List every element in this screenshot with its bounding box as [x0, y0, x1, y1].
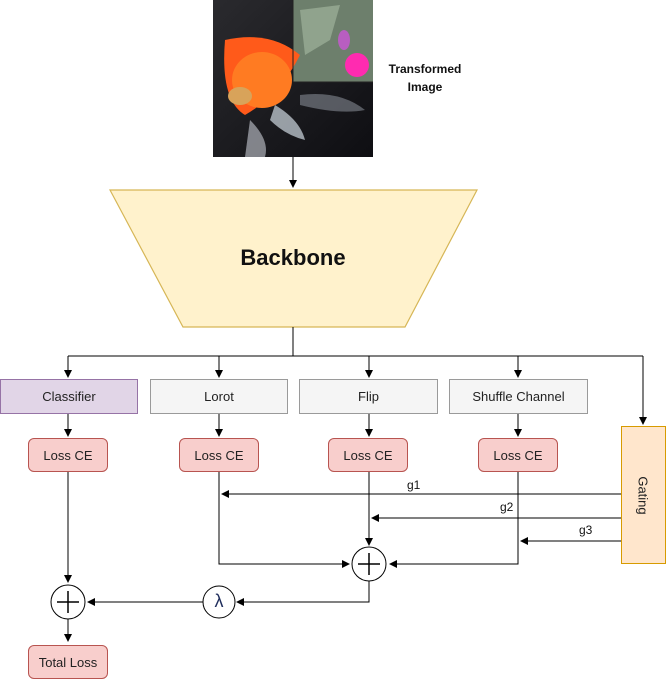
gating-label: Gating: [636, 475, 651, 515]
lorot-head: Lorot: [150, 379, 288, 414]
backbone-shape: [109, 189, 478, 328]
flip-loss: Loss CE: [328, 438, 408, 472]
transformed-image-label: Transformed Image: [388, 62, 462, 94]
flip-head: Flip: [299, 379, 438, 414]
backbone-label: Backbone: [240, 245, 346, 270]
classifier-loss: Loss CE: [28, 438, 108, 472]
gating-weight-arrows: [221, 490, 621, 545]
weight-g2-label: g2: [500, 500, 514, 514]
weight-g3-label: g3: [579, 523, 593, 537]
weighted-sum-node: [351, 546, 387, 582]
lambda-symbol: λ: [214, 591, 224, 611]
final-sum-node: [50, 584, 86, 620]
weight-g1-label: g1: [407, 478, 421, 492]
backbone-connectors: [64, 327, 647, 425]
shuffle-channel-loss: Loss CE: [478, 438, 558, 472]
transformed-image: [213, 0, 373, 157]
lorot-loss: Loss CE: [179, 438, 259, 472]
gating-box: Gating: [621, 426, 666, 564]
loss-to-sum-arrows: [218, 472, 519, 568]
classifier-head: Classifier: [0, 379, 138, 414]
total-loss-box: Total Loss: [28, 645, 108, 679]
head-to-loss-arrows: [64, 414, 522, 437]
shuffle-channel-head: Shuffle Channel: [449, 379, 588, 414]
